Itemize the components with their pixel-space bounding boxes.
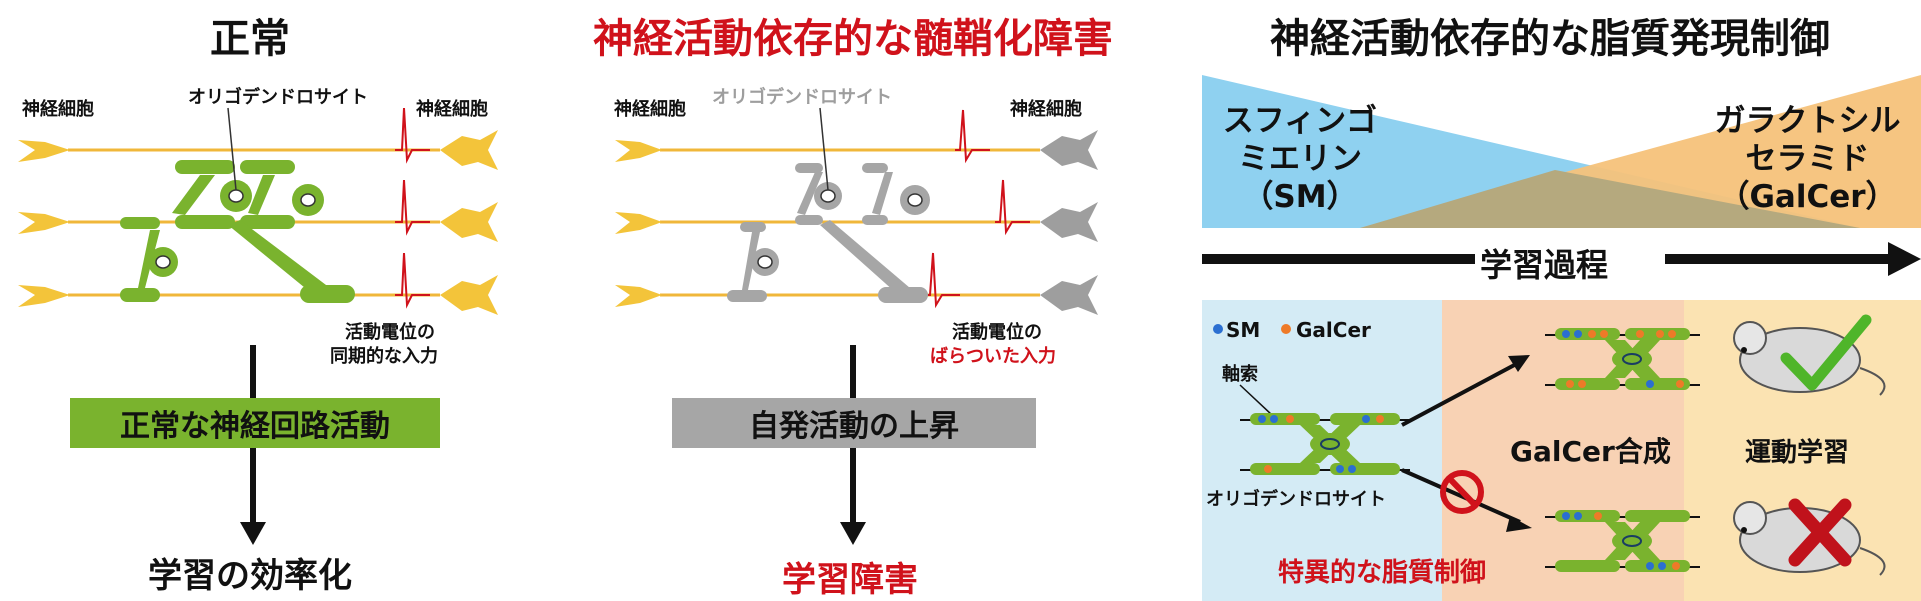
sm-label-line2: ミエリン bbox=[1238, 141, 1362, 177]
impaired-oligo-label: オリゴデンドロサイト bbox=[712, 87, 892, 108]
normal-activity-box: 正常な神経回路活動 bbox=[70, 398, 440, 448]
lipid-regulation-label: 特異的な脂質制御 bbox=[1278, 558, 1487, 588]
sm-label-line1: スフィンゴ bbox=[1222, 103, 1378, 139]
normal-axon-diagram bbox=[18, 107, 498, 545]
impaired-neuron-left-label: 神経細胞 bbox=[614, 99, 686, 120]
scatter-input-line1: 活動電位の bbox=[952, 322, 1042, 343]
galcer-label-line3: （GalCer） bbox=[1718, 179, 1897, 215]
lipid-title: 神経活動依存的な脂質発現制御 bbox=[1270, 16, 1830, 62]
sm-label-line3: （SM） bbox=[1242, 179, 1358, 215]
legend-galcer: GalCer bbox=[1296, 318, 1371, 342]
learning-process-label: 学習過程 bbox=[1480, 246, 1609, 284]
galcer-label-line2: セラミド bbox=[1745, 141, 1870, 177]
scatter-input-line2: ばらついた入力 bbox=[930, 346, 1056, 367]
neuron-right-label: 神経細胞 bbox=[416, 99, 488, 120]
sync-input-line2: 同期的な入力 bbox=[330, 346, 438, 367]
impaired-axon-diagram bbox=[615, 107, 1098, 545]
spontaneous-activity-box: 自発活動の上昇 bbox=[672, 398, 1036, 448]
mouse-icon-success bbox=[1733, 321, 1886, 396]
impaired-neuron-right-label: 神経細胞 bbox=[1010, 99, 1082, 120]
impaired-title: 神経活動依存的な髄鞘化障害 bbox=[593, 16, 1113, 62]
legend-sm: SM bbox=[1226, 318, 1261, 342]
sync-input-line1: 活動電位の bbox=[345, 322, 435, 343]
sm-label: スフィンゴ ミエリン （SM） bbox=[1210, 102, 1390, 216]
neuron-left-label: 神経細胞 bbox=[22, 99, 94, 120]
normal-title: 正常 bbox=[210, 16, 290, 62]
axon-label: 軸索 bbox=[1222, 364, 1258, 385]
lipid-oligo-label: オリゴデンドロサイト bbox=[1206, 489, 1386, 510]
oligo-label: オリゴデンドロサイト bbox=[188, 87, 368, 108]
normal-result: 学習の効率化 bbox=[148, 556, 352, 596]
motor-learning-label: 運動学習 bbox=[1745, 438, 1850, 468]
galcer-label-line1: ガラクトシル bbox=[1714, 103, 1901, 139]
impaired-result: 学習障害 bbox=[782, 560, 918, 600]
galcer-label: ガラクトシル セラミド （GalCer） bbox=[1700, 102, 1915, 216]
galcer-synthesis-label: GalCer合成 bbox=[1510, 435, 1671, 468]
